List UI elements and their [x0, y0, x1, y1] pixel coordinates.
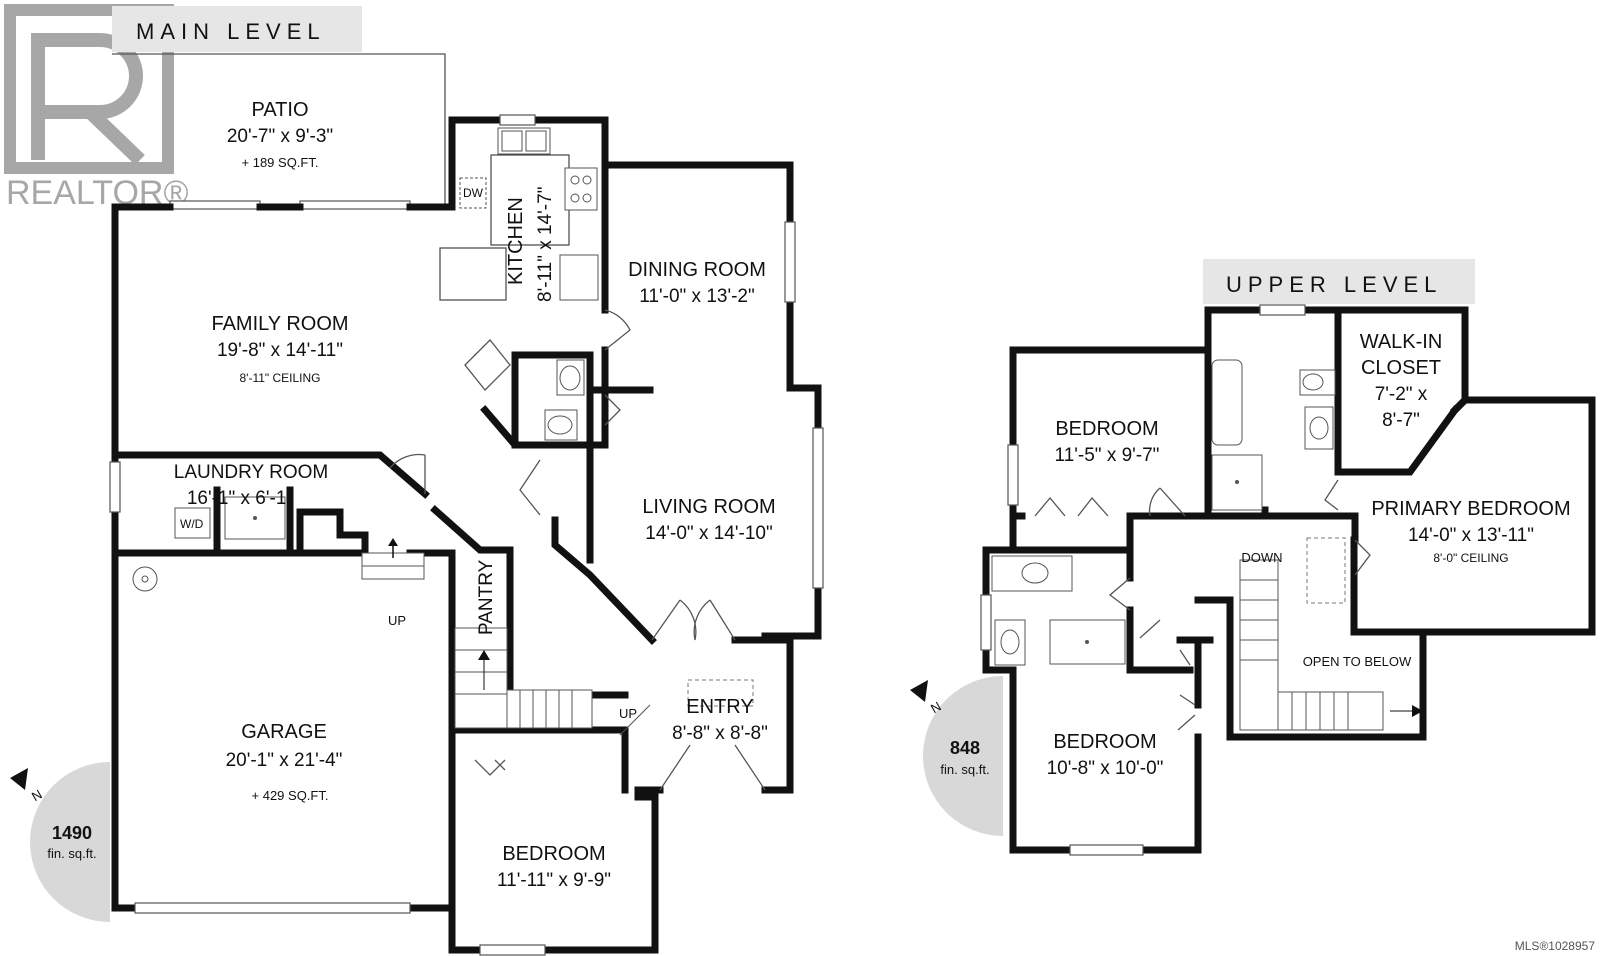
powder-room-fixtures — [544, 359, 585, 441]
patio-name: PATIO — [251, 99, 308, 121]
main-level-header: MAIN LEVEL — [112, 6, 362, 52]
dining-window — [784, 221, 796, 303]
upper-level-labels: BEDROOM 11'-5" x 9'-7" WALK-IN CLOSET 7'… — [1047, 331, 1571, 779]
upper-stairs — [1239, 537, 1423, 731]
entry-dims: 8'-8" x 8'-8" — [672, 723, 768, 744]
family-ceiling: 8'-11" CEILING — [239, 371, 320, 385]
garage-fixtures — [132, 538, 425, 592]
upper-bedroom1-dims: 11'-5" x 9'-7" — [1055, 445, 1160, 466]
main-area-unit: fin. sq.ft. — [47, 846, 96, 861]
open-to-below-label: OPEN TO BELOW — [1303, 654, 1412, 669]
upper-area-unit: fin. sq.ft. — [940, 762, 989, 777]
laundry-fixtures: W/D — [174, 496, 286, 540]
walkin-line2: CLOSET — [1361, 357, 1441, 379]
garage-name: GARAGE — [241, 721, 327, 743]
garage-up-label: UP — [388, 613, 406, 628]
upper-level-area-badge: 848 fin. sq.ft. N — [910, 676, 1003, 836]
main-north-arrow-icon — [10, 768, 28, 790]
primary-ceiling: 8'-0" CEILING — [1433, 551, 1508, 565]
upper-bath-window — [1259, 304, 1306, 316]
living-name: LIVING ROOM — [642, 496, 775, 518]
garage-dims: 20'-1" x 21'-4" — [226, 750, 343, 771]
walkin-line3: 7'-2" x — [1375, 384, 1428, 405]
upper-bedroom-window — [1007, 444, 1019, 506]
upper-level-walls — [982, 306, 1596, 854]
laundry-window — [109, 461, 121, 513]
upper-level-header: UPPER LEVEL — [1203, 259, 1475, 304]
family-name: FAMILY ROOM — [211, 313, 348, 335]
laundry-name: LAUNDRY ROOM — [174, 462, 329, 483]
main-bedroom-dims: 11'-11" x 9'-9" — [497, 870, 611, 891]
main-area-number: 1490 — [52, 823, 92, 843]
upper-down-label: DOWN — [1241, 550, 1282, 565]
pantry-name: PANTRY — [476, 559, 497, 635]
mls-number: MLS®1028957 — [1515, 939, 1596, 953]
kitchen-window — [499, 114, 536, 126]
upper-door-swings — [1034, 479, 1371, 731]
garage-door — [134, 902, 411, 914]
bedroom-window — [479, 944, 546, 956]
walkin-line1: WALK-IN — [1360, 331, 1443, 353]
dining-name: DINING ROOM — [628, 259, 766, 281]
patio-door-window — [169, 200, 261, 210]
patio-outline — [112, 53, 446, 206]
kitchen-dims: 8'-11" x 14'-7" — [535, 187, 556, 302]
upper-north-arrow-icon — [910, 680, 928, 702]
walkin-line4: 8'-7" — [1382, 410, 1420, 431]
living-window — [812, 427, 824, 589]
main-level-walls — [111, 116, 822, 954]
kitchen-fixtures: DW — [459, 127, 599, 301]
washer-dryer-label: W/D — [180, 517, 204, 531]
laundry-dims: 16'-1" x 6'-1" — [187, 488, 293, 509]
entry-up-label: UP — [619, 706, 637, 721]
upper-bedroom2-dims: 10'-8" x 10'-0" — [1047, 758, 1164, 779]
garage-extra: + 429 SQ.FT. — [252, 788, 329, 803]
main-bedroom-name: BEDROOM — [502, 843, 605, 865]
main-door-swings — [389, 309, 766, 791]
main-level-labels: PATIO 20'-7" x 9'-3" + 189 SQ.FT. KITCHE… — [174, 99, 776, 891]
upper-bedroom2-window — [1069, 844, 1144, 856]
upper-area-number: 848 — [950, 738, 980, 758]
upper-bedroom1-name: BEDROOM — [1055, 418, 1158, 440]
main-level-area-badge: 1490 fin. sq.ft. N — [10, 762, 110, 922]
upper-bedroom2-name: BEDROOM — [1053, 731, 1156, 753]
upper-level-title: UPPER LEVEL — [1226, 272, 1442, 297]
kitchen-name: KITCHEN — [505, 197, 527, 285]
main-level-title: MAIN LEVEL — [136, 19, 326, 44]
primary-name: PRIMARY BEDROOM — [1371, 498, 1570, 520]
dining-dims: 11'-0" x 13'-2" — [639, 286, 754, 307]
family-dims: 19'-8" x 14'-11" — [217, 340, 343, 361]
main-stairs — [454, 627, 754, 736]
upper-bath-fixtures — [991, 359, 1336, 666]
upper-bath2-window — [980, 594, 992, 651]
patio-door-window — [299, 200, 411, 210]
entry-name: ENTRY — [686, 696, 753, 718]
patio-dims: 20'-7" x 9'-3" — [227, 126, 333, 147]
living-dims: 14'-0" x 14'-10" — [645, 523, 772, 544]
dishwasher-label: DW — [463, 186, 484, 200]
patio-extra: + 189 SQ.FT. — [242, 155, 319, 170]
primary-dims: 14'-0" x 13'-11" — [1408, 525, 1534, 546]
